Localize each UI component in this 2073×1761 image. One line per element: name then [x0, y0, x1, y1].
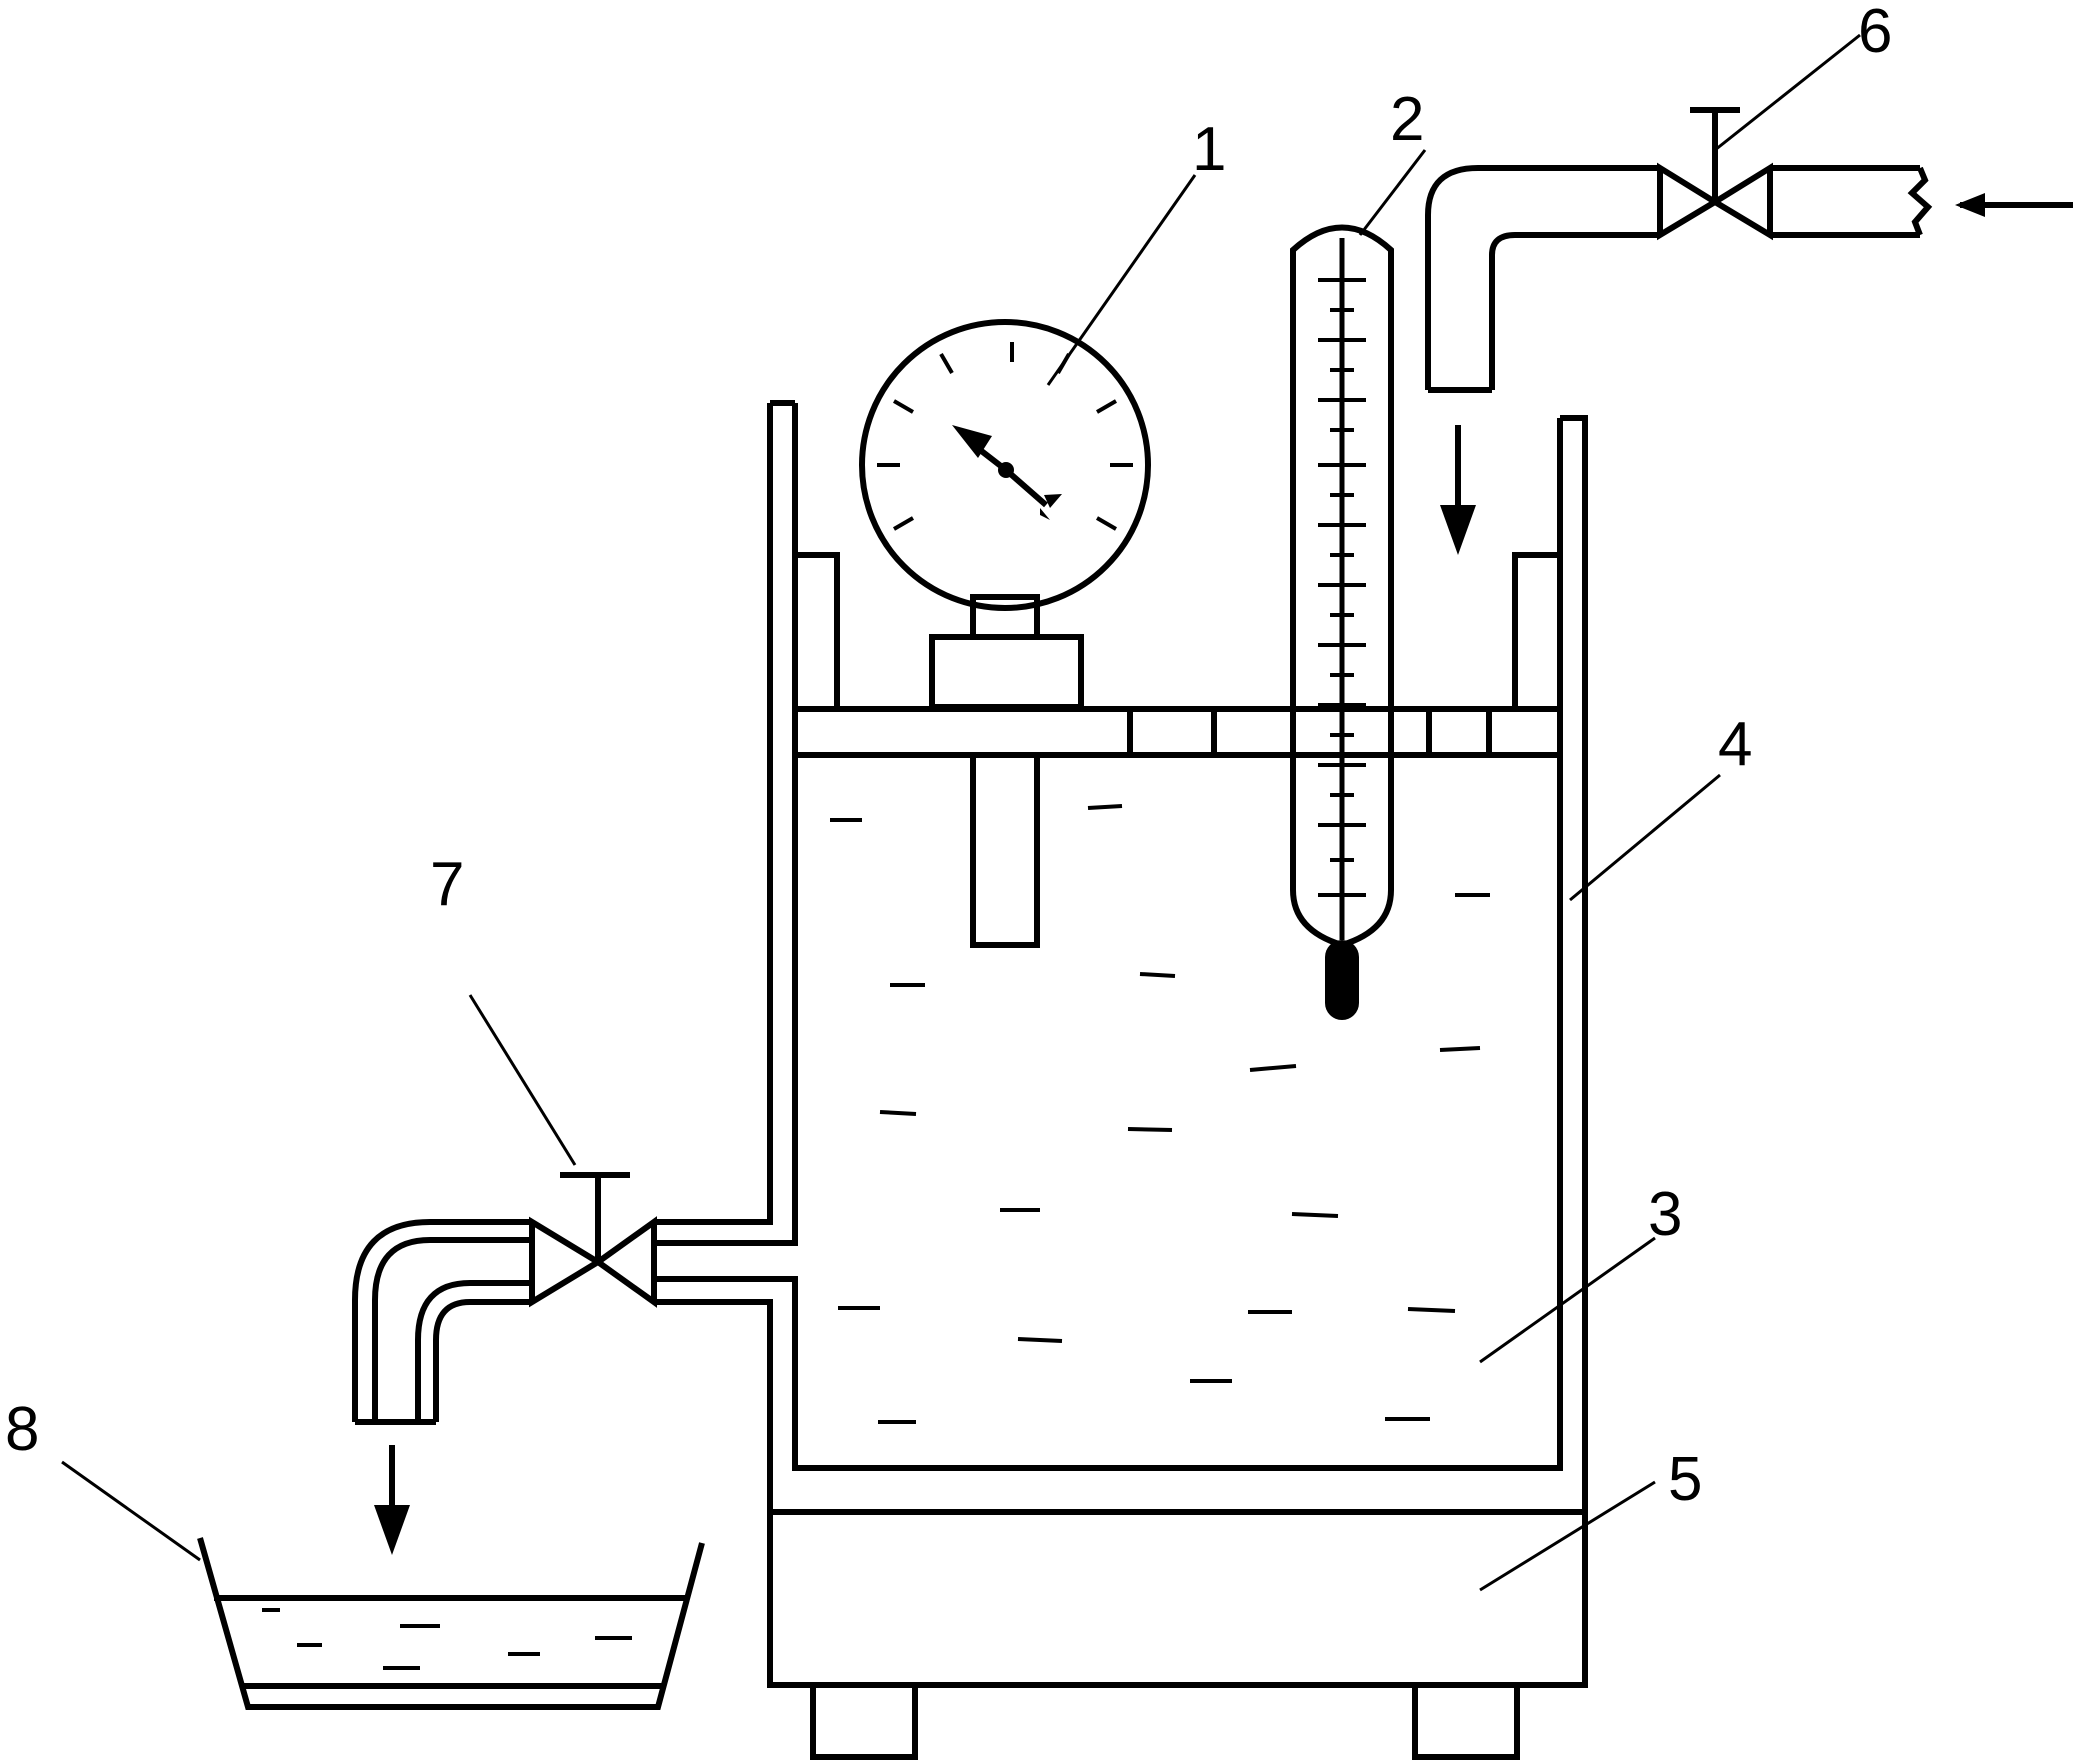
liquid — [830, 804, 1490, 1424]
outlet-valve — [352, 1172, 657, 1425]
label-vessel: 4 — [1718, 710, 1752, 779]
pressure-gauge — [859, 319, 1151, 948]
label-liquid: 3 — [1648, 1180, 1682, 1249]
inlet-valve — [1425, 107, 2073, 393]
collector-tray — [197, 1537, 705, 1710]
label-collector: 8 — [5, 1395, 39, 1464]
label-inlet-valve: 6 — [1858, 0, 1892, 66]
label-gauge: 1 — [1192, 115, 1226, 184]
leader-lines — [61, 33, 1861, 1592]
vessel-lid — [792, 552, 1563, 758]
thermometer — [1290, 224, 1394, 1020]
inflow-arrow — [1440, 425, 1476, 555]
label-thermometer: 2 — [1390, 85, 1424, 154]
outflow-arrow — [374, 1445, 410, 1555]
label-base: 5 — [1668, 1445, 1702, 1514]
base-stand — [767, 1509, 1588, 1760]
label-outlet-valve: 7 — [430, 850, 464, 919]
